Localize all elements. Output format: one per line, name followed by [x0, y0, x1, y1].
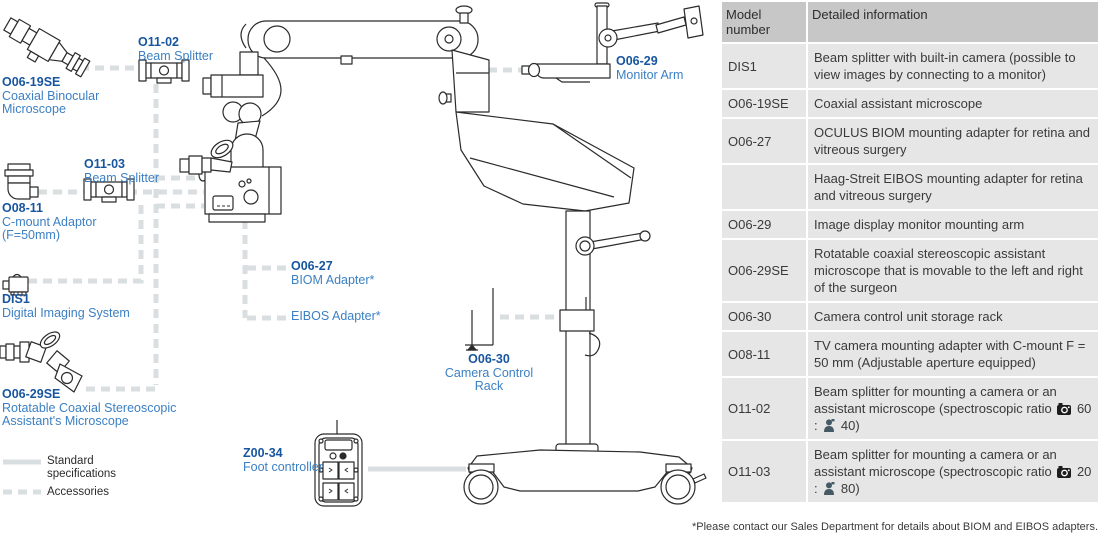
- detail-cell: Coaxial assistant microscope: [808, 90, 1098, 117]
- model-number-label: O06-30: [468, 352, 510, 366]
- detail-cell: Haag-Streit EIBOS mounting adapter for r…: [808, 165, 1098, 209]
- detail-cell: Rotatable coaxial stereoscopic assistant…: [808, 240, 1098, 301]
- model-number-label: O06-19SE: [2, 75, 61, 89]
- model-number-cell: O06-30: [722, 303, 806, 330]
- person-icon: [824, 419, 835, 432]
- column-header-detailed-information: Detailed information: [808, 2, 1098, 42]
- column-header-model-number: Model number: [722, 2, 806, 42]
- part-name-label: Coaxial Binocular Microscope: [2, 88, 100, 116]
- model-number-cell: O06-27: [722, 119, 806, 163]
- detail-cell: Beam splitter with built-in camera (poss…: [808, 44, 1098, 88]
- callout-eibos: EIBOS Adapter*: [291, 309, 381, 324]
- microscope-system-diagram: [0, 2, 707, 507]
- model-number-label: O06-27: [291, 259, 333, 273]
- model-number-cell: O06-29SE: [722, 240, 806, 301]
- part-name-label: Monitor Arm: [616, 67, 684, 82]
- person-icon: [824, 482, 835, 495]
- camera-icon: [1057, 466, 1072, 478]
- model-number-label: O06-29SE: [2, 387, 61, 401]
- part-name-label: Digital Imaging System: [2, 305, 130, 320]
- model-number-cell: O06-29: [722, 211, 806, 238]
- part-name-label: Beam Splitter: [84, 170, 160, 185]
- part-name-label: Rotatable Coaxial Stereoscopic Assistant…: [2, 400, 177, 428]
- model-number-label: Z00-34: [243, 446, 283, 460]
- detail-cell: Beam splitter for mounting a camera or a…: [808, 441, 1098, 502]
- callout-z00-34: Z00-34 Foot controller: [243, 446, 323, 474]
- monitor-arm-drawing: [521, 2, 704, 83]
- callout-o06-29se: O06-29SE Rotatable Coaxial Stereoscopic …: [2, 387, 177, 429]
- rotatable-assistant-microscope-drawing: [0, 331, 83, 393]
- model-number-label: O11-03: [84, 157, 126, 171]
- callout-o06-30: O06-30 Camera Control Rack: [429, 352, 549, 394]
- legend-accessories: Accessories: [47, 486, 109, 498]
- foot-controller-drawing: [314, 420, 363, 507]
- callout-o08-11: O08-11 C-mount Adaptor (F=50mm): [2, 201, 97, 243]
- callout-o06-19se: O06-19SE Coaxial Binocular Microscope: [2, 75, 100, 117]
- model-number-label: O06-29: [616, 54, 658, 68]
- callout-o11-03: O11-03 Beam Splitter: [84, 157, 160, 185]
- callout-o06-29: O06-29 Monitor Arm: [616, 54, 684, 82]
- part-name-label: Beam Splitter: [138, 48, 214, 63]
- digital-imaging-system-drawing: [2, 273, 29, 296]
- camera-control-rack-drawing: [465, 288, 494, 351]
- coaxial-binocular-microscope-drawing: [3, 17, 91, 78]
- callout-dis1: DIS1 Digital Imaging System: [2, 292, 130, 320]
- model-number-cell: [722, 165, 806, 209]
- model-number-cell: O08-11: [722, 332, 806, 376]
- model-number-label: O08-11: [2, 201, 44, 215]
- beam-splitter-o11-02-drawing: [138, 59, 190, 84]
- detail-cell: OCULUS BIOM mounting adapter for retina …: [808, 119, 1098, 163]
- model-number-cell: O11-02: [722, 378, 806, 439]
- detail-cell: Beam splitter for mounting a camera or a…: [808, 378, 1098, 439]
- footnote: *Please contact our Sales Department for…: [692, 521, 1098, 533]
- part-name-label: BIOM Adapter*: [291, 272, 375, 287]
- part-name-label: C-mount Adaptor (F=50mm): [2, 214, 97, 242]
- callout-o11-02: O11-02 Beam Splitter: [138, 35, 214, 63]
- main-microscope-drawing: [179, 5, 707, 505]
- model-number-label: O11-02: [138, 35, 180, 49]
- legend-standard-specifications: Standard specifications: [47, 455, 117, 480]
- part-name-label: Camera Control Rack: [444, 365, 534, 393]
- part-name-label: Foot controller: [243, 459, 323, 474]
- detail-cell: Camera control unit storage rack: [808, 303, 1098, 330]
- part-name-label: EIBOS Adapter*: [291, 309, 381, 323]
- detail-cell: TV camera mounting adapter with C-mount …: [808, 332, 1098, 376]
- model-number-cell: DIS1: [722, 44, 806, 88]
- detail-cell: Image display monitor mounting arm: [808, 211, 1098, 238]
- model-number-cell: O11-03: [722, 441, 806, 502]
- model-number-cell: O06-19SE: [722, 90, 806, 117]
- camera-icon: [1057, 403, 1072, 415]
- standard-connector-lines: [3, 459, 466, 472]
- callout-o06-27: O06-27 BIOM Adapter*: [291, 259, 375, 287]
- c-mount-adaptor-drawing: [4, 163, 39, 200]
- model-number-label: DIS1: [2, 292, 30, 306]
